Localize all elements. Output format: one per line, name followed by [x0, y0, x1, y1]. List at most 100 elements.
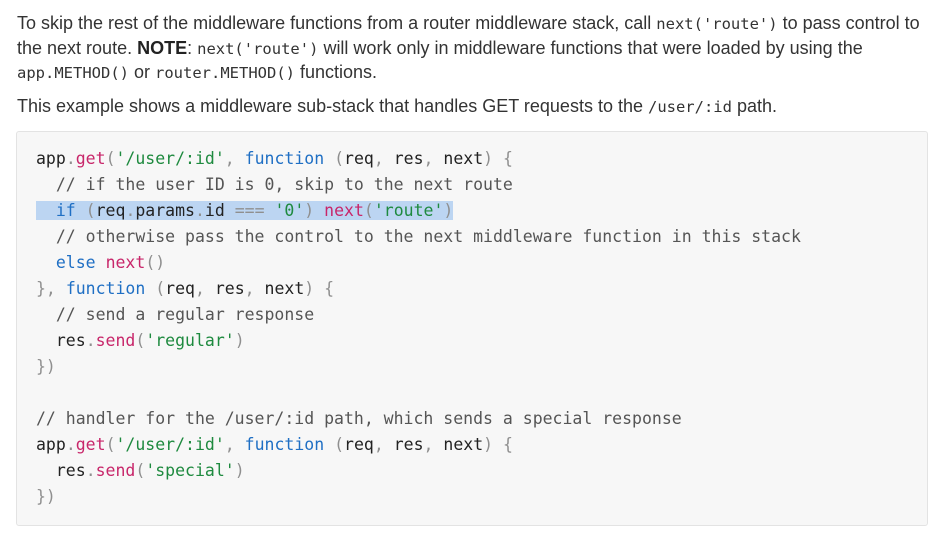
- code-line: }, function (req, res, next) {: [36, 276, 801, 302]
- intro-paragraph: To skip the rest of the middleware funct…: [17, 12, 922, 86]
- code-identifier: res: [214, 279, 245, 298]
- code-punctuation: [36, 305, 56, 324]
- code-string: '/user/:id': [115, 149, 225, 168]
- intro-text: functions.: [294, 62, 378, 82]
- code-line-text: res.send('regular'): [36, 331, 245, 350]
- inline-code-user-id: /user/:id: [647, 98, 732, 116]
- code-identifier: app: [36, 435, 66, 454]
- code-identifier: next: [443, 149, 484, 168]
- code-identifier: req: [165, 279, 195, 298]
- code-line-text: app.get('/user/:id', function (req, res,…: [36, 435, 513, 454]
- code-punctuation: (: [324, 435, 345, 454]
- code-keyword: function: [244, 435, 325, 454]
- code-punctuation: (: [105, 435, 116, 454]
- code-line: // otherwise pass the control to the nex…: [36, 224, 801, 250]
- code-punctuation: .: [85, 331, 96, 350]
- code-function: get: [75, 149, 106, 168]
- code-punctuation: ,: [224, 149, 245, 168]
- code-punctuation: (: [75, 201, 96, 220]
- inline-code-router-method: router.METHOD(): [155, 64, 295, 82]
- intro-text: To skip the rest of the middleware funct…: [17, 13, 657, 33]
- code-line-text: else next(): [36, 253, 165, 272]
- code-punctuation: }): [36, 357, 56, 376]
- code-identifier: req: [344, 149, 374, 168]
- intro-text: :: [187, 37, 198, 58]
- code-punctuation: ,: [373, 149, 394, 168]
- code-comment: // send a regular response: [55, 305, 315, 324]
- code-punctuation: [36, 331, 56, 350]
- code-keyword: function: [244, 149, 325, 168]
- code-keyword: function: [65, 279, 146, 298]
- code-string: 'route': [373, 201, 444, 220]
- code-line: res.send('special'): [36, 458, 801, 484]
- intro-text: will work only in middleware functions t…: [318, 37, 863, 58]
- code-punctuation: .: [65, 435, 76, 454]
- code-line-text: }): [36, 487, 56, 506]
- code-identifier: params: [135, 201, 195, 220]
- code-identifier: res: [55, 331, 86, 350]
- code-function: get: [75, 435, 106, 454]
- code-string: 'special': [145, 461, 235, 480]
- code-punctuation: (: [363, 201, 374, 220]
- code-function: send: [95, 331, 136, 350]
- code-punctuation: ,: [423, 435, 444, 454]
- code-listing[interactable]: app.get('/user/:id', function (req, res,…: [36, 146, 801, 510]
- code-punctuation: ,: [194, 279, 215, 298]
- example-paragraph: This example shows a middleware sub-stac…: [17, 95, 922, 120]
- code-punctuation: },: [36, 279, 66, 298]
- code-punctuation: [36, 461, 56, 480]
- code-line: // handler for the /user/:id path, which…: [36, 406, 801, 432]
- code-string: 'regular': [145, 331, 235, 350]
- code-identifier: next: [264, 279, 305, 298]
- code-line-text: }, function (req, res, next) {: [36, 279, 334, 298]
- code-punctuation: (: [145, 279, 166, 298]
- code-line: if (req.params.id === '0') next('route'): [36, 198, 801, 224]
- code-identifier: req: [344, 435, 374, 454]
- code-punctuation: ,: [224, 435, 245, 454]
- inline-code-next-route: next('route'): [656, 15, 778, 33]
- code-block[interactable]: app.get('/user/:id', function (req, res,…: [16, 131, 928, 526]
- code-line-text: // send a regular response: [36, 305, 314, 324]
- code-punctuation: }): [36, 487, 56, 506]
- code-function: next: [324, 201, 364, 220]
- code-punctuation: ,: [423, 149, 444, 168]
- code-punctuation: ): [304, 201, 325, 220]
- code-punctuation: [36, 201, 56, 220]
- code-punctuation: .: [65, 149, 76, 168]
- code-line: // if the user ID is 0, skip to the next…: [36, 172, 801, 198]
- selected-code-text: if (req.params.id === '0') next('route'): [36, 201, 454, 220]
- code-string: '/user/:id': [115, 435, 225, 454]
- code-line-text: // otherwise pass the control to the nex…: [36, 227, 801, 246]
- code-line: app.get('/user/:id', function (req, res,…: [36, 432, 801, 458]
- intro-text: or: [128, 62, 155, 82]
- code-line-text: }): [36, 357, 56, 376]
- code-punctuation: (): [145, 253, 166, 272]
- code-keyword: if: [55, 201, 76, 220]
- code-identifier: res: [393, 435, 424, 454]
- code-line-text: app.get('/user/:id', function (req, res,…: [36, 149, 513, 168]
- code-identifier: app: [36, 149, 66, 168]
- code-punctuation: (: [324, 149, 345, 168]
- code-identifier: req: [95, 201, 126, 220]
- code-comment: // otherwise pass the control to the nex…: [55, 227, 801, 246]
- intro-text: to pass control to the next route.: [17, 13, 920, 58]
- code-comment: // handler for the /user/:id path, which…: [36, 409, 682, 428]
- code-punctuation: ,: [373, 435, 394, 454]
- code-punctuation: (: [105, 149, 116, 168]
- code-identifier: id: [204, 201, 225, 220]
- code-comment: // if the user ID is 0, skip to the next…: [55, 175, 513, 194]
- code-line: }): [36, 354, 801, 380]
- code-punctuation: ) {: [483, 435, 513, 454]
- code-punctuation: ): [443, 201, 454, 220]
- code-line: else next(): [36, 250, 801, 276]
- code-punctuation: [36, 253, 56, 272]
- code-line-text: res.send('special'): [36, 461, 245, 480]
- code-punctuation: ) {: [304, 279, 335, 298]
- code-function: next: [105, 253, 146, 272]
- code-identifier: next: [443, 435, 484, 454]
- note-label: NOTE: [137, 37, 188, 58]
- code-punctuation: [96, 253, 106, 272]
- code-punctuation: ===: [224, 201, 275, 220]
- code-punctuation: .: [125, 201, 136, 220]
